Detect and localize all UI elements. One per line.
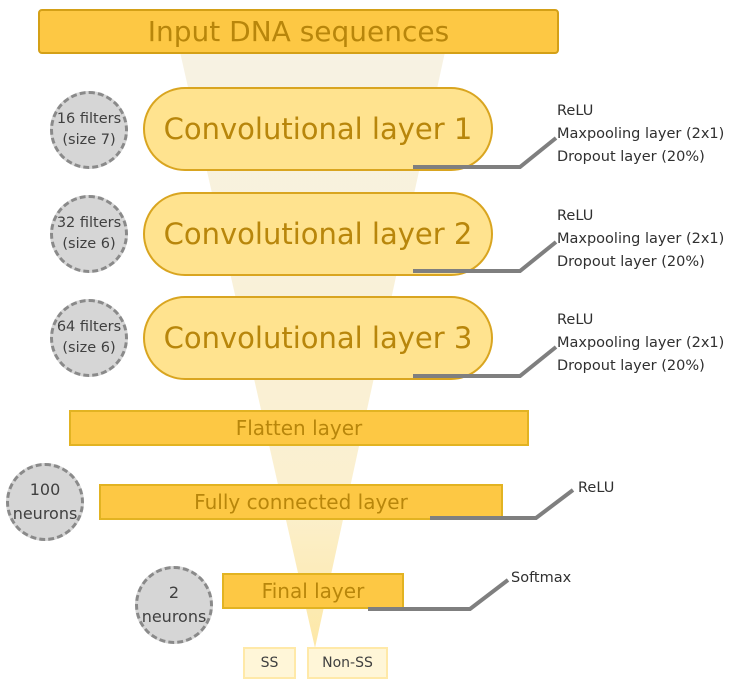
fc-neuron-label: neurons [12,504,78,523]
filters-count-3: 64 filters [56,319,122,335]
conv-layer-3-label: Convolutional layer 3 [163,321,473,355]
final-layer-label: Final layer [261,579,365,603]
conv-3-op-relu: ReLU [557,312,594,328]
output-ss-label: SS [260,655,279,671]
neurons-circle-final: 2 neurons [135,566,213,644]
output-ss: SS [243,647,296,679]
conv-1-op-dropout: Dropout layer (20%) [557,149,705,165]
filters-circle-3: 64 filters (size 6) [50,299,128,377]
final-neuron-count: 2 [168,583,180,602]
conv-2-op-maxpool: Maxpooling layer (2x1) [557,231,725,247]
conv-layer-1-ops: ReLU Maxpooling layer (2x1) Dropout laye… [557,100,724,169]
filters-size-3: (size 6) [62,340,116,356]
conv-layer-2: Convolutional layer 2 [143,192,493,276]
filters-circle-2: 32 filters (size 6) [50,195,128,273]
flatten-layer: Flatten layer [69,410,529,446]
filters-size-2: (size 6) [62,236,116,252]
input-layer: Input DNA sequences [38,9,559,54]
conv-layer-2-ops: ReLU Maxpooling layer (2x1) Dropout laye… [557,205,724,274]
output-non-ss-label: Non-SS [322,655,373,671]
filters-size-1: (size 7) [62,132,116,148]
fully-connected-layer: Fully connected layer [99,484,503,520]
filters-count-2: 32 filters [56,215,122,231]
final-activation: Softmax [511,570,572,586]
input-layer-label: Input DNA sequences [147,15,450,48]
output-non-ss: Non-SS [307,647,388,679]
fully-connected-layer-label: Fully connected layer [194,490,408,514]
conv-3-op-dropout: Dropout layer (20%) [557,358,705,374]
final-neuron-label: neurons [141,607,207,626]
filters-count-1: 16 filters [56,111,122,127]
conv-layer-3: Convolutional layer 3 [143,296,493,380]
conv-layer-3-ops: ReLU Maxpooling layer (2x1) Dropout laye… [557,309,724,378]
conv-layer-1: Convolutional layer 1 [143,87,493,171]
conv-3-op-maxpool: Maxpooling layer (2x1) [557,335,725,351]
conv-2-op-relu: ReLU [557,208,594,224]
filters-circle-1: 16 filters (size 7) [50,91,128,169]
flatten-layer-label: Flatten layer [235,416,363,440]
conv-layer-1-label: Convolutional layer 1 [163,112,473,146]
fc-activation: ReLU [578,480,615,496]
conv-1-op-maxpool: Maxpooling layer (2x1) [557,126,725,142]
neurons-circle-fc: 100 neurons [6,463,84,541]
final-layer: Final layer [222,573,404,609]
conv-layer-2-label: Convolutional layer 2 [163,217,473,251]
conv-2-op-dropout: Dropout layer (20%) [557,254,705,270]
conv-1-op-relu: ReLU [557,103,594,119]
fc-neuron-count: 100 [29,480,61,499]
